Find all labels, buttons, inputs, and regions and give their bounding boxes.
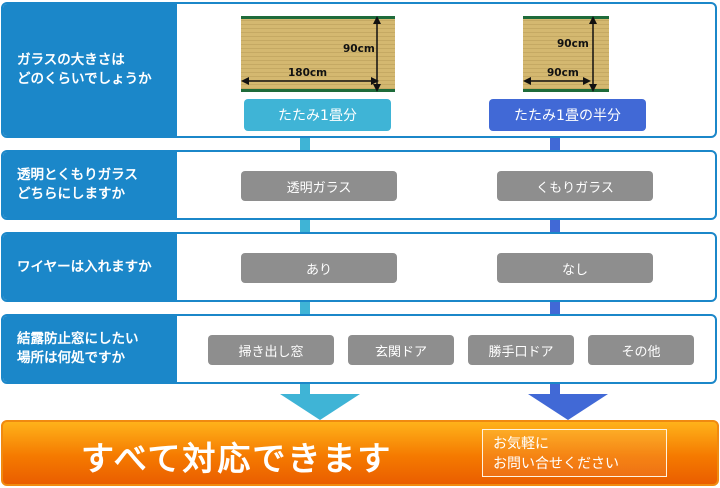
width-label-full: 180cm (288, 67, 328, 79)
question-row-location: 結露防止窓にしたい 場所は何処ですか 掃き出し窓 玄関ドア 勝手口ドア その他 (1, 314, 717, 384)
size-option-half[interactable]: たたみ1畳の半分 (489, 99, 646, 131)
glass-option-frosted[interactable]: くもりガラス (497, 171, 653, 201)
tatami-half-illustration (523, 16, 609, 92)
width-label-half: 90cm (547, 67, 579, 79)
location-option-back-door[interactable]: 勝手口ドア (468, 335, 574, 365)
question-row-size: ガラスの大きさは どのくらいでしょうか 180cm 90cm たたみ1畳分 90… (1, 2, 717, 138)
location-option-entrance-door[interactable]: 玄関ドア (348, 335, 454, 365)
banner-title: すべて対応できます (81, 439, 393, 478)
contact-button[interactable]: お気軽に お問い合せください (482, 429, 667, 477)
location-option-other[interactable]: その他 (588, 335, 694, 365)
question-label-glass-type: 透明とくもりガラス どちらにしますか (3, 152, 177, 218)
question-row-wire: ワイヤーは入れますか あり なし (1, 232, 717, 302)
size-option-full[interactable]: たたみ1畳分 (244, 99, 391, 131)
question-label-size: ガラスの大きさは どのくらいでしょうか (3, 4, 177, 136)
question-row-glass-type: 透明とくもりガラス どちらにしますか 透明ガラス くもりガラス (1, 150, 717, 220)
dimension-arrows-half (523, 16, 597, 92)
result-banner: すべて対応できます お気軽に お問い合せください (1, 420, 719, 486)
height-label-full: 90cm (343, 43, 375, 55)
question-label-location: 結露防止窓にしたい 場所は何処ですか (3, 316, 177, 382)
wire-option-yes[interactable]: あり (241, 253, 397, 283)
tatami-full-illustration (241, 16, 395, 92)
height-label-half: 90cm (557, 38, 589, 50)
glass-option-clear[interactable]: 透明ガラス (241, 171, 397, 201)
location-option-sliding-window[interactable]: 掃き出し窓 (208, 335, 334, 365)
question-label-wire: ワイヤーは入れますか (3, 234, 177, 300)
wire-option-no[interactable]: なし (497, 253, 653, 283)
dimension-arrows-full (241, 16, 381, 92)
arrow-down-right-icon (528, 394, 608, 420)
arrow-down-left-icon (280, 394, 360, 420)
